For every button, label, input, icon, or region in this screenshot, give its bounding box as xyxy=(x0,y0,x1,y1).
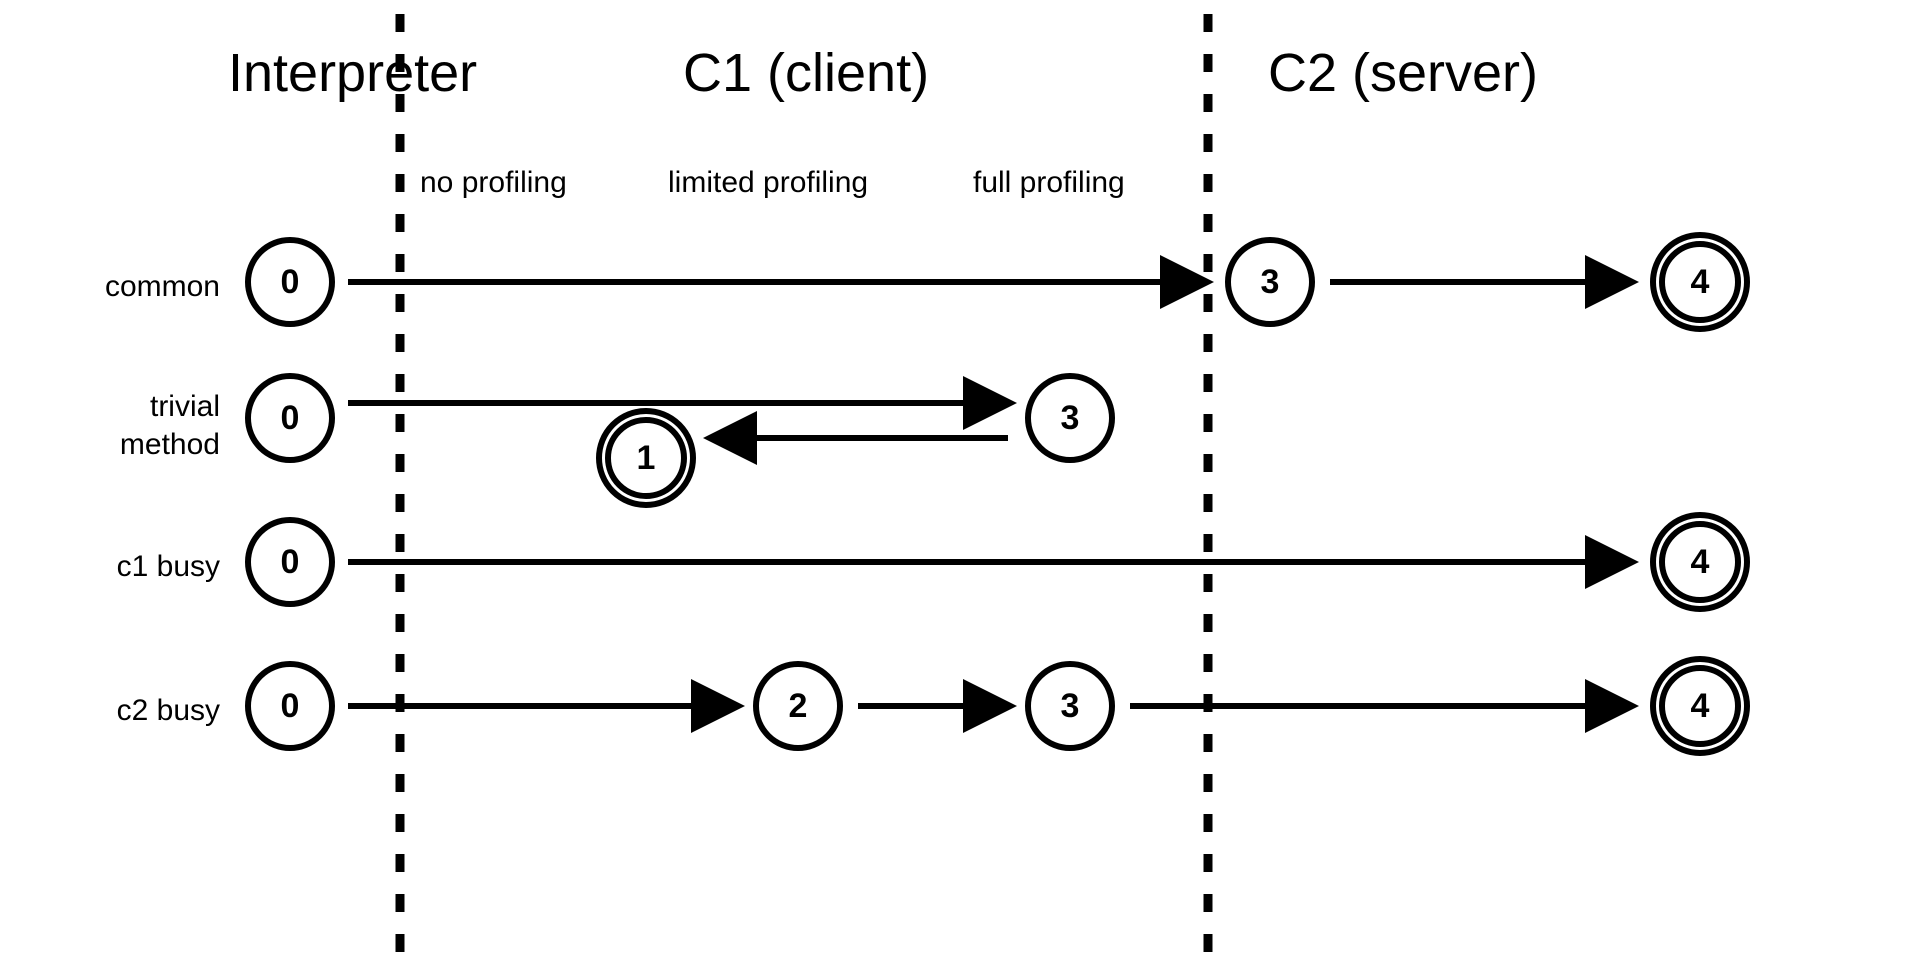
node-label: 0 xyxy=(281,399,300,437)
node-c2busy-2: 2 xyxy=(753,661,843,751)
node-label: 1 xyxy=(637,439,656,477)
node-c1busy-0: 0 xyxy=(245,517,335,607)
node-c2busy-0: 0 xyxy=(245,661,335,751)
node-label: 0 xyxy=(281,543,300,581)
node-label: 0 xyxy=(281,263,300,301)
node-label: 3 xyxy=(1061,399,1080,437)
node-label: 3 xyxy=(1261,263,1280,301)
zone-title-c1-client: C1 (client) xyxy=(683,43,930,103)
row-label-trivial-line2: method xyxy=(119,427,220,461)
node-c1busy-4: 4 xyxy=(1650,512,1750,612)
node-label: 4 xyxy=(1691,263,1710,301)
phase-label-full-profiling: full profiling xyxy=(973,166,1125,199)
node-label: 0 xyxy=(281,687,300,725)
node-label: 4 xyxy=(1691,543,1710,581)
zone-title-c2-server: C2 (server) xyxy=(1268,43,1539,103)
node-label: 4 xyxy=(1691,687,1710,725)
row-label-trivial-line1: trivial xyxy=(149,390,220,423)
row-label-c1-busy: c1 busy xyxy=(116,550,220,583)
node-trivial-3: 3 xyxy=(1025,373,1115,463)
node-common-0: 0 xyxy=(245,237,335,327)
zone-title-interpreter: Interpreter xyxy=(228,43,478,103)
node-c2busy-3: 3 xyxy=(1025,661,1115,751)
node-label: 2 xyxy=(789,687,808,725)
node-trivial-1: 1 xyxy=(596,408,696,508)
node-common-3: 3 xyxy=(1225,237,1315,327)
phase-label-limited-profiling: limited profiling xyxy=(668,166,869,199)
node-c2busy-4: 4 xyxy=(1650,656,1750,756)
row-label-c2-busy: c2 busy xyxy=(116,694,220,727)
node-common-4: 4 xyxy=(1650,232,1750,332)
node-label: 3 xyxy=(1061,687,1080,725)
row-label-trivial-method: trivial method xyxy=(20,388,220,463)
node-trivial-0: 0 xyxy=(245,373,335,463)
phase-label-no-profiling: no profiling xyxy=(420,166,567,199)
row-label-common: common xyxy=(104,270,220,303)
